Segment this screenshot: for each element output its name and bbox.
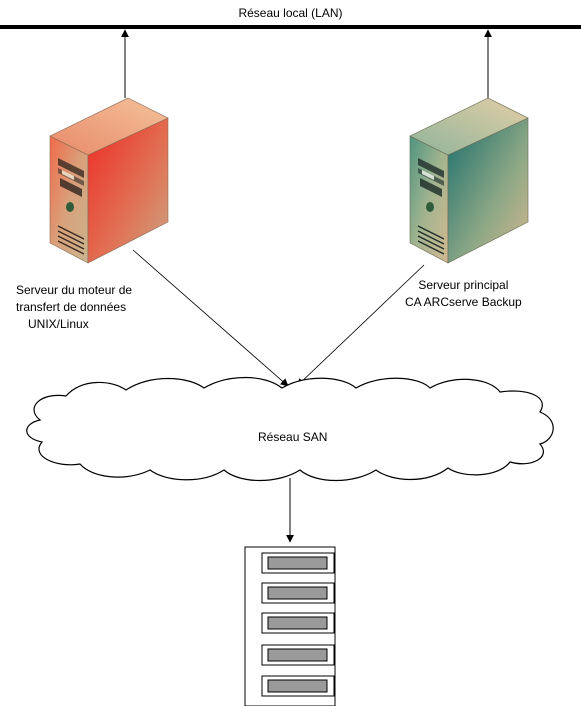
primary-server-label-line-2: CA ARCserve Backup (405, 295, 522, 309)
disk-array-icon (244, 546, 336, 706)
data-mover-server-label-line-2: transfert de données (16, 300, 127, 314)
primary-server-label: Serveur principal CA ARCserve Backup (405, 277, 522, 311)
data-mover-server-icon (49, 97, 169, 264)
drive-bay (261, 644, 335, 666)
drive-bay (261, 675, 335, 697)
right-server-san-link (296, 264, 425, 387)
primary-server-label-line-1: Serveur principal (418, 278, 509, 292)
drive-bay (261, 582, 335, 604)
drive-bay (261, 552, 335, 574)
san-label: Réseau SAN (258, 430, 328, 444)
left-server-san-link (132, 249, 289, 387)
lan-label: Réseau local (LAN) (238, 6, 343, 20)
primary-server-icon (409, 97, 529, 264)
drive-bay (261, 612, 335, 634)
san-cloud-shape (26, 376, 554, 482)
data-mover-server-label-line-3: UNIX/Linux (28, 317, 89, 331)
data-mover-server-label: Serveur du moteur de transfert de donnée… (16, 282, 132, 333)
data-mover-server-label-line-1: Serveur du moteur de (16, 283, 133, 297)
